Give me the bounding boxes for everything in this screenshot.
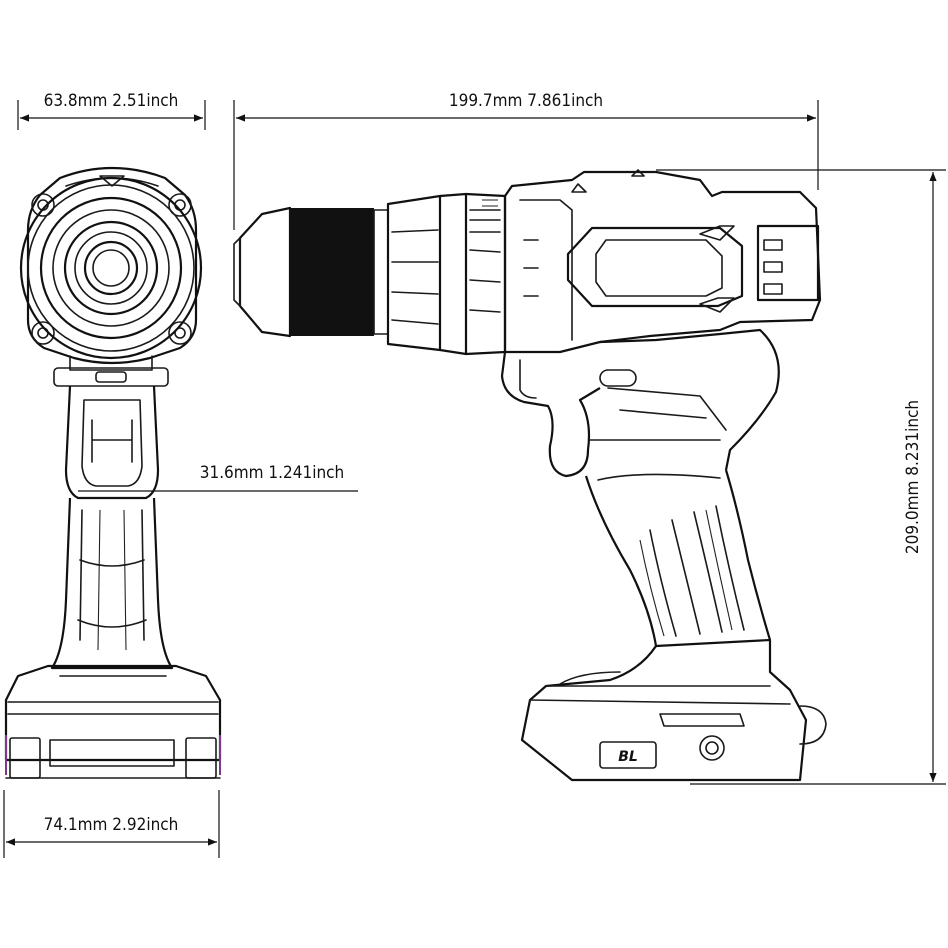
total-length-label: 199.7mm 7.861inch (449, 91, 603, 111)
total-height-label: 209.0mm 8.231inch (903, 400, 923, 554)
dimension-total-height: 209.0mm 8.231inch (656, 169, 946, 785)
grip-width-label: 31.6mm 1.241inch (200, 463, 345, 483)
battery-indicator-button (699, 735, 725, 761)
badge-plate (599, 741, 657, 769)
drill-front-view (4, 166, 222, 779)
base-width-label: 74.1mm 2.92inch (44, 815, 179, 835)
drill-side-view: BL (233, 169, 827, 782)
dimension-head-width: 63.8mm 2.51inch (17, 91, 206, 130)
head-width-label: 63.8mm 2.51inch (44, 91, 179, 111)
badge-label: BL (618, 749, 638, 765)
dimension-total-length: 199.7mm 7.861inch (233, 91, 819, 230)
dimension-grip-width: 31.6mm 1.241inch (78, 463, 358, 492)
dimension-base-width: 74.1mm 2.92inch (3, 790, 220, 858)
